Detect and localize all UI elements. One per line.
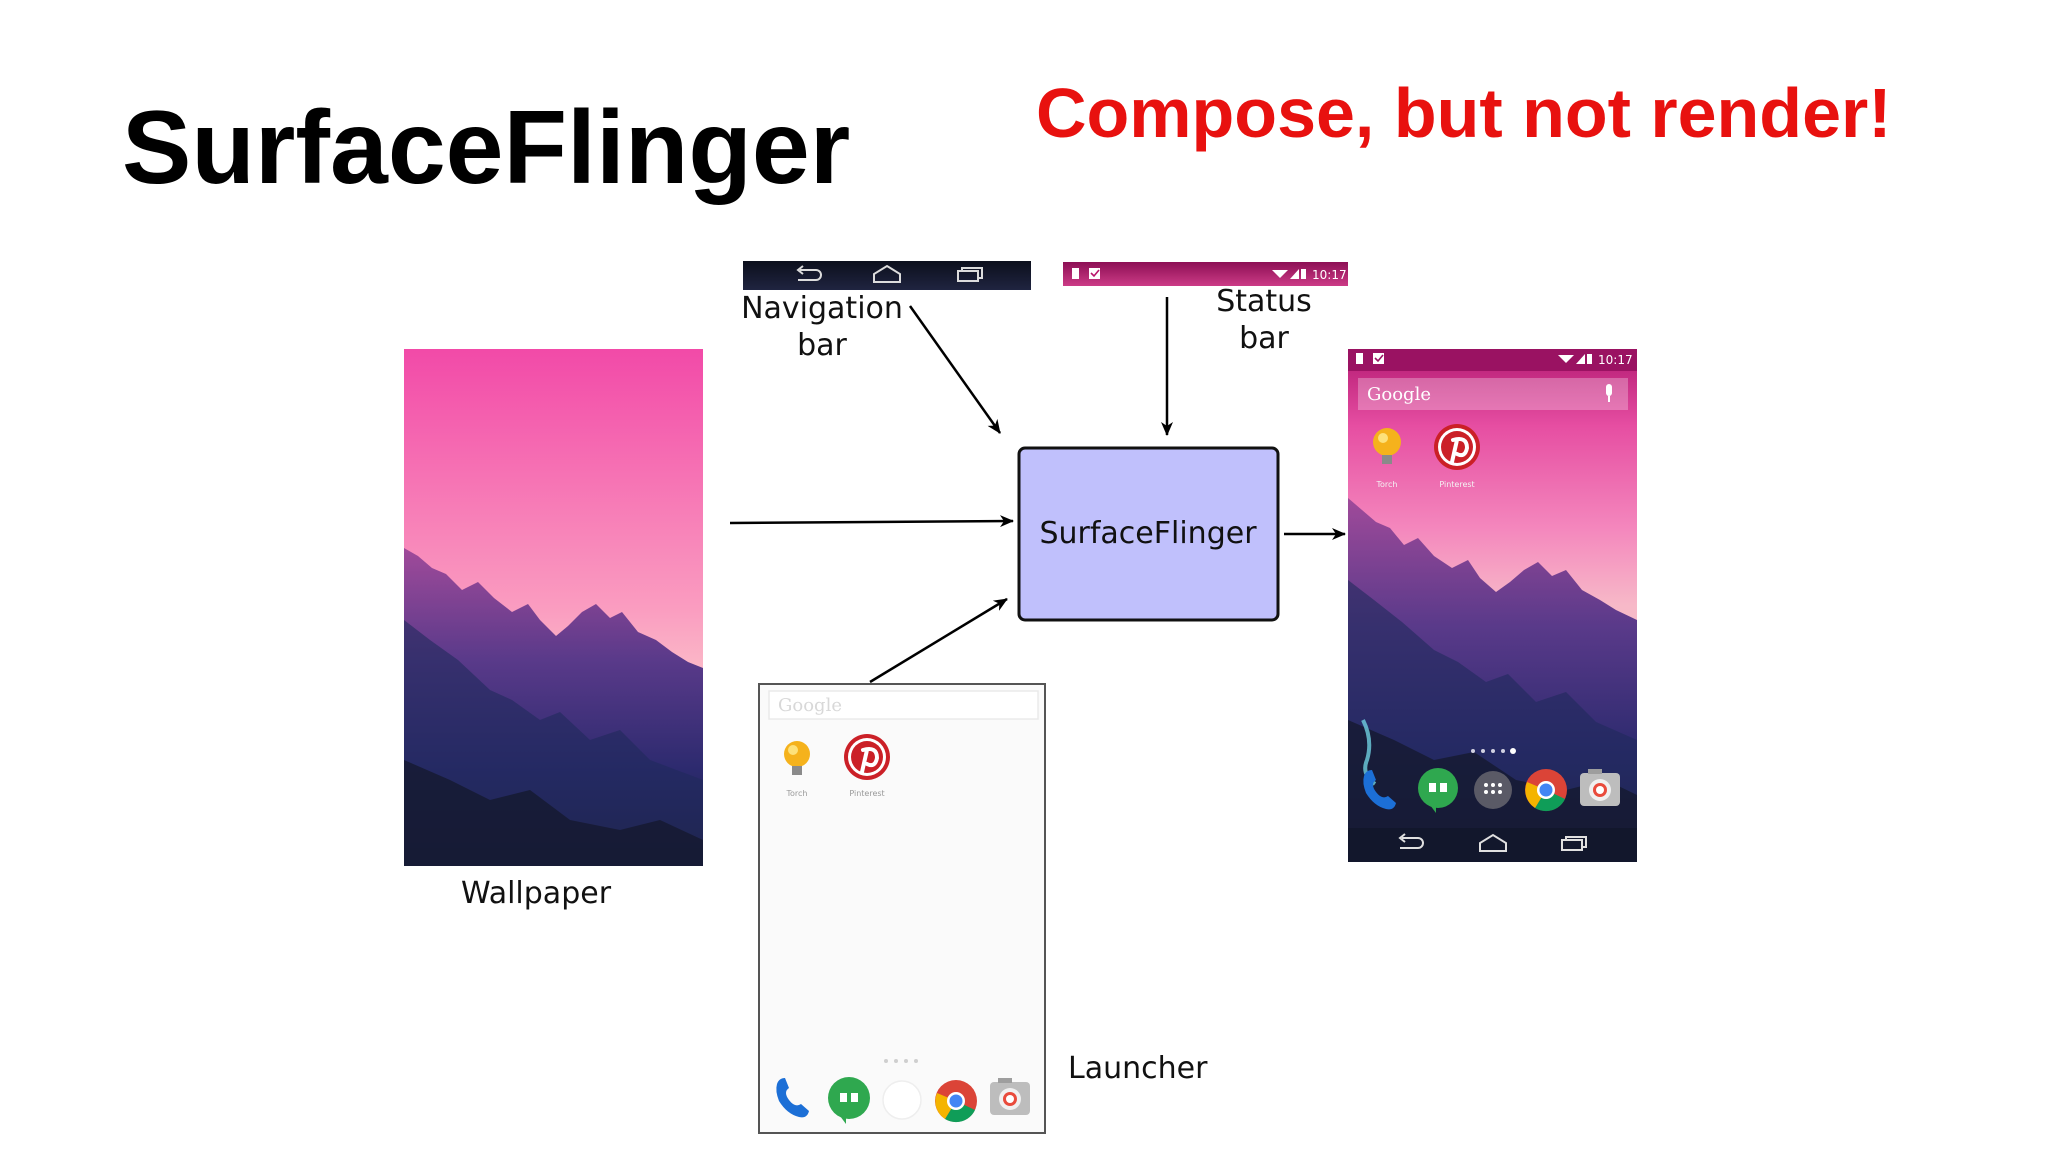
pinterest-icon [1434,424,1480,470]
pinterest-icon [844,734,890,780]
chrome-icon [1525,769,1567,812]
launcher-app-label-torch: Torch [785,789,807,798]
arrow-wallpaper-to-surfaceflinger [729,515,1014,528]
surfaceflinger-box [1017,446,1280,622]
launcher-search-bar [768,690,1039,720]
launcher-app-label-pinterest: Pinterest [849,789,884,798]
wallpaper-label: Wallpaper [461,876,612,911]
arrow-launcher-to-surfaceflinger [869,597,1008,684]
launcher-label: Launcher [1068,1051,1208,1086]
status-bar-label-line1: Status [1216,284,1312,319]
phone-icon [776,1078,809,1118]
lightbulb-icon [784,741,810,775]
navigation-bar-layer [743,261,1031,290]
home-icon [1479,833,1507,852]
recents-icon [1561,836,1587,851]
navigation-bar-label-line1: Navigation [741,291,903,326]
screen-app-label-torch: Torch [1375,480,1397,489]
screen-app-label-pinterest: Pinterest [1439,480,1474,489]
camera-icon [1580,769,1620,806]
back-icon [796,265,822,281]
back-icon [1398,833,1424,849]
lightbulb-icon [1373,428,1401,464]
status-bar-label-line2: bar [1239,321,1289,356]
wallpaper-layer [404,349,703,866]
phone-icon [1363,770,1396,810]
app-drawer-icon [1474,771,1512,809]
screen-search-placeholder: Google [1367,384,1431,405]
battery-icon [1301,269,1306,279]
app-drawer-icon [882,1080,922,1120]
screen-search-bar [1358,378,1628,410]
hangouts-icon [1418,768,1458,813]
slide-title: SurfaceFlinger [122,90,851,206]
composited-screen: 10:17 Google Torch Pinterest [1348,349,1637,862]
hangouts-icon [828,1077,870,1124]
launcher-layer: Google Torch Pinterest [758,683,1046,1134]
camera-icon [990,1078,1030,1115]
slide-tagline: Compose, but not render! [1036,74,1892,152]
microphone-icon [1606,384,1612,402]
screen-clock: 10:17 [1598,353,1633,367]
recents-icon [957,267,983,282]
navigation-bar-label-line2: bar [797,328,847,363]
chrome-icon [935,1080,977,1123]
signal-icon [1272,269,1299,279]
arrow-navbar-to-surfaceflinger [908,305,1002,434]
launcher-search-placeholder: Google [778,695,842,716]
surfaceflinger-label: SurfaceFlinger [1039,516,1257,551]
status-bar-layer: 10:17 [1063,262,1348,286]
home-icon [873,264,901,283]
status-bar-clock: 10:17 [1312,268,1347,282]
